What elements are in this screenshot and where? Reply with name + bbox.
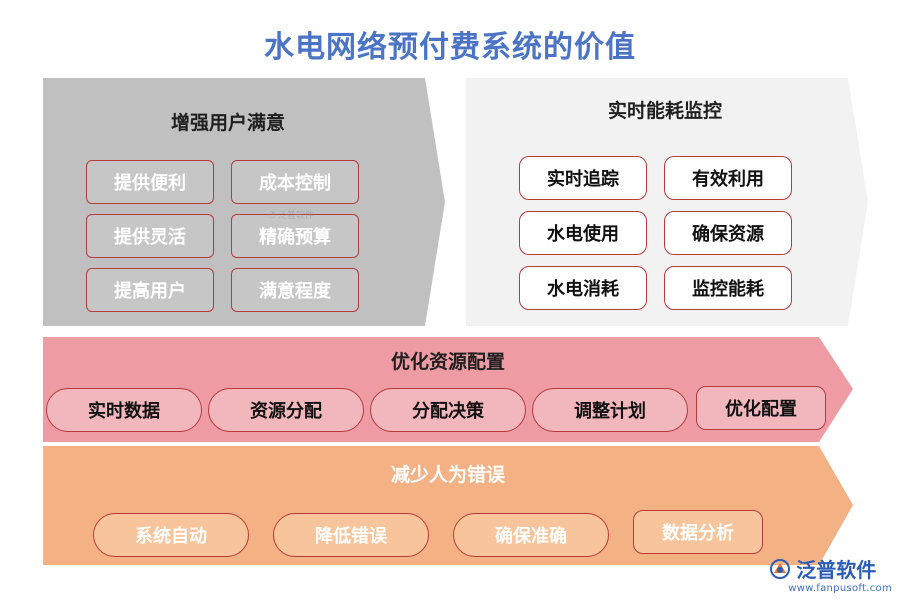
satisfaction-item-3: 提供灵活 (86, 214, 214, 258)
logo-row: 泛普软件 (768, 554, 876, 583)
watermark-logo: ◔ 泛普软件 (268, 208, 314, 222)
reduce-item-2: 降低错误 (273, 513, 429, 557)
watermark-text: 泛普软件 (277, 211, 314, 221)
brand-logo-icon (770, 558, 791, 579)
satisfaction-item-5: 提高用户 (86, 268, 214, 312)
brand-logo: 泛普软件 www.fanpusoft.com (768, 554, 892, 594)
optimize-item-1: 实时数据 (46, 388, 202, 432)
optimize-item-4: 调整计划 (532, 388, 688, 432)
optimize-item-2: 资源分配 (208, 388, 364, 432)
satisfaction-item-6: 满意程度 (231, 268, 359, 312)
monitoring-panel-title: 实时能耗监控 (607, 100, 722, 122)
satisfaction-item-4: 精确预算 (231, 214, 359, 258)
monitoring-item-3: 水电使用 (519, 211, 647, 255)
reduce-item-1: 系统自动 (93, 513, 249, 557)
optimize-item-3: 分配决策 (370, 388, 526, 432)
monitoring-item-1: 实时追踪 (519, 156, 647, 200)
satisfaction-item-1: 提供便利 (86, 160, 214, 204)
monitoring-panel-shape (466, 78, 868, 326)
satisfaction-item-2: 成本控制 (231, 160, 359, 204)
satisfaction-panel-title: 增强用户满意 (170, 112, 285, 134)
page-title: 水电网络预付费系统的价值 (264, 30, 636, 65)
watermark-icon: ◔ (268, 209, 276, 220)
reduce-item-3: 确保准确 (453, 513, 609, 557)
reduce-panel-title: 减少人为错误 (390, 464, 505, 486)
monitoring-item-2: 有效利用 (664, 156, 792, 200)
monitoring-item-6: 监控能耗 (664, 266, 792, 310)
reduce-item-4: 数据分析 (633, 510, 763, 554)
optimize-panel-title: 优化资源配置 (390, 351, 505, 373)
optimize-item-5: 优化配置 (696, 386, 826, 430)
brand-logo-name: 泛普软件 (796, 558, 877, 582)
monitoring-item-5: 水电消耗 (519, 266, 647, 310)
monitoring-item-4: 确保资源 (664, 211, 792, 255)
brand-logo-url: www.fanpusoft.com (788, 583, 892, 594)
